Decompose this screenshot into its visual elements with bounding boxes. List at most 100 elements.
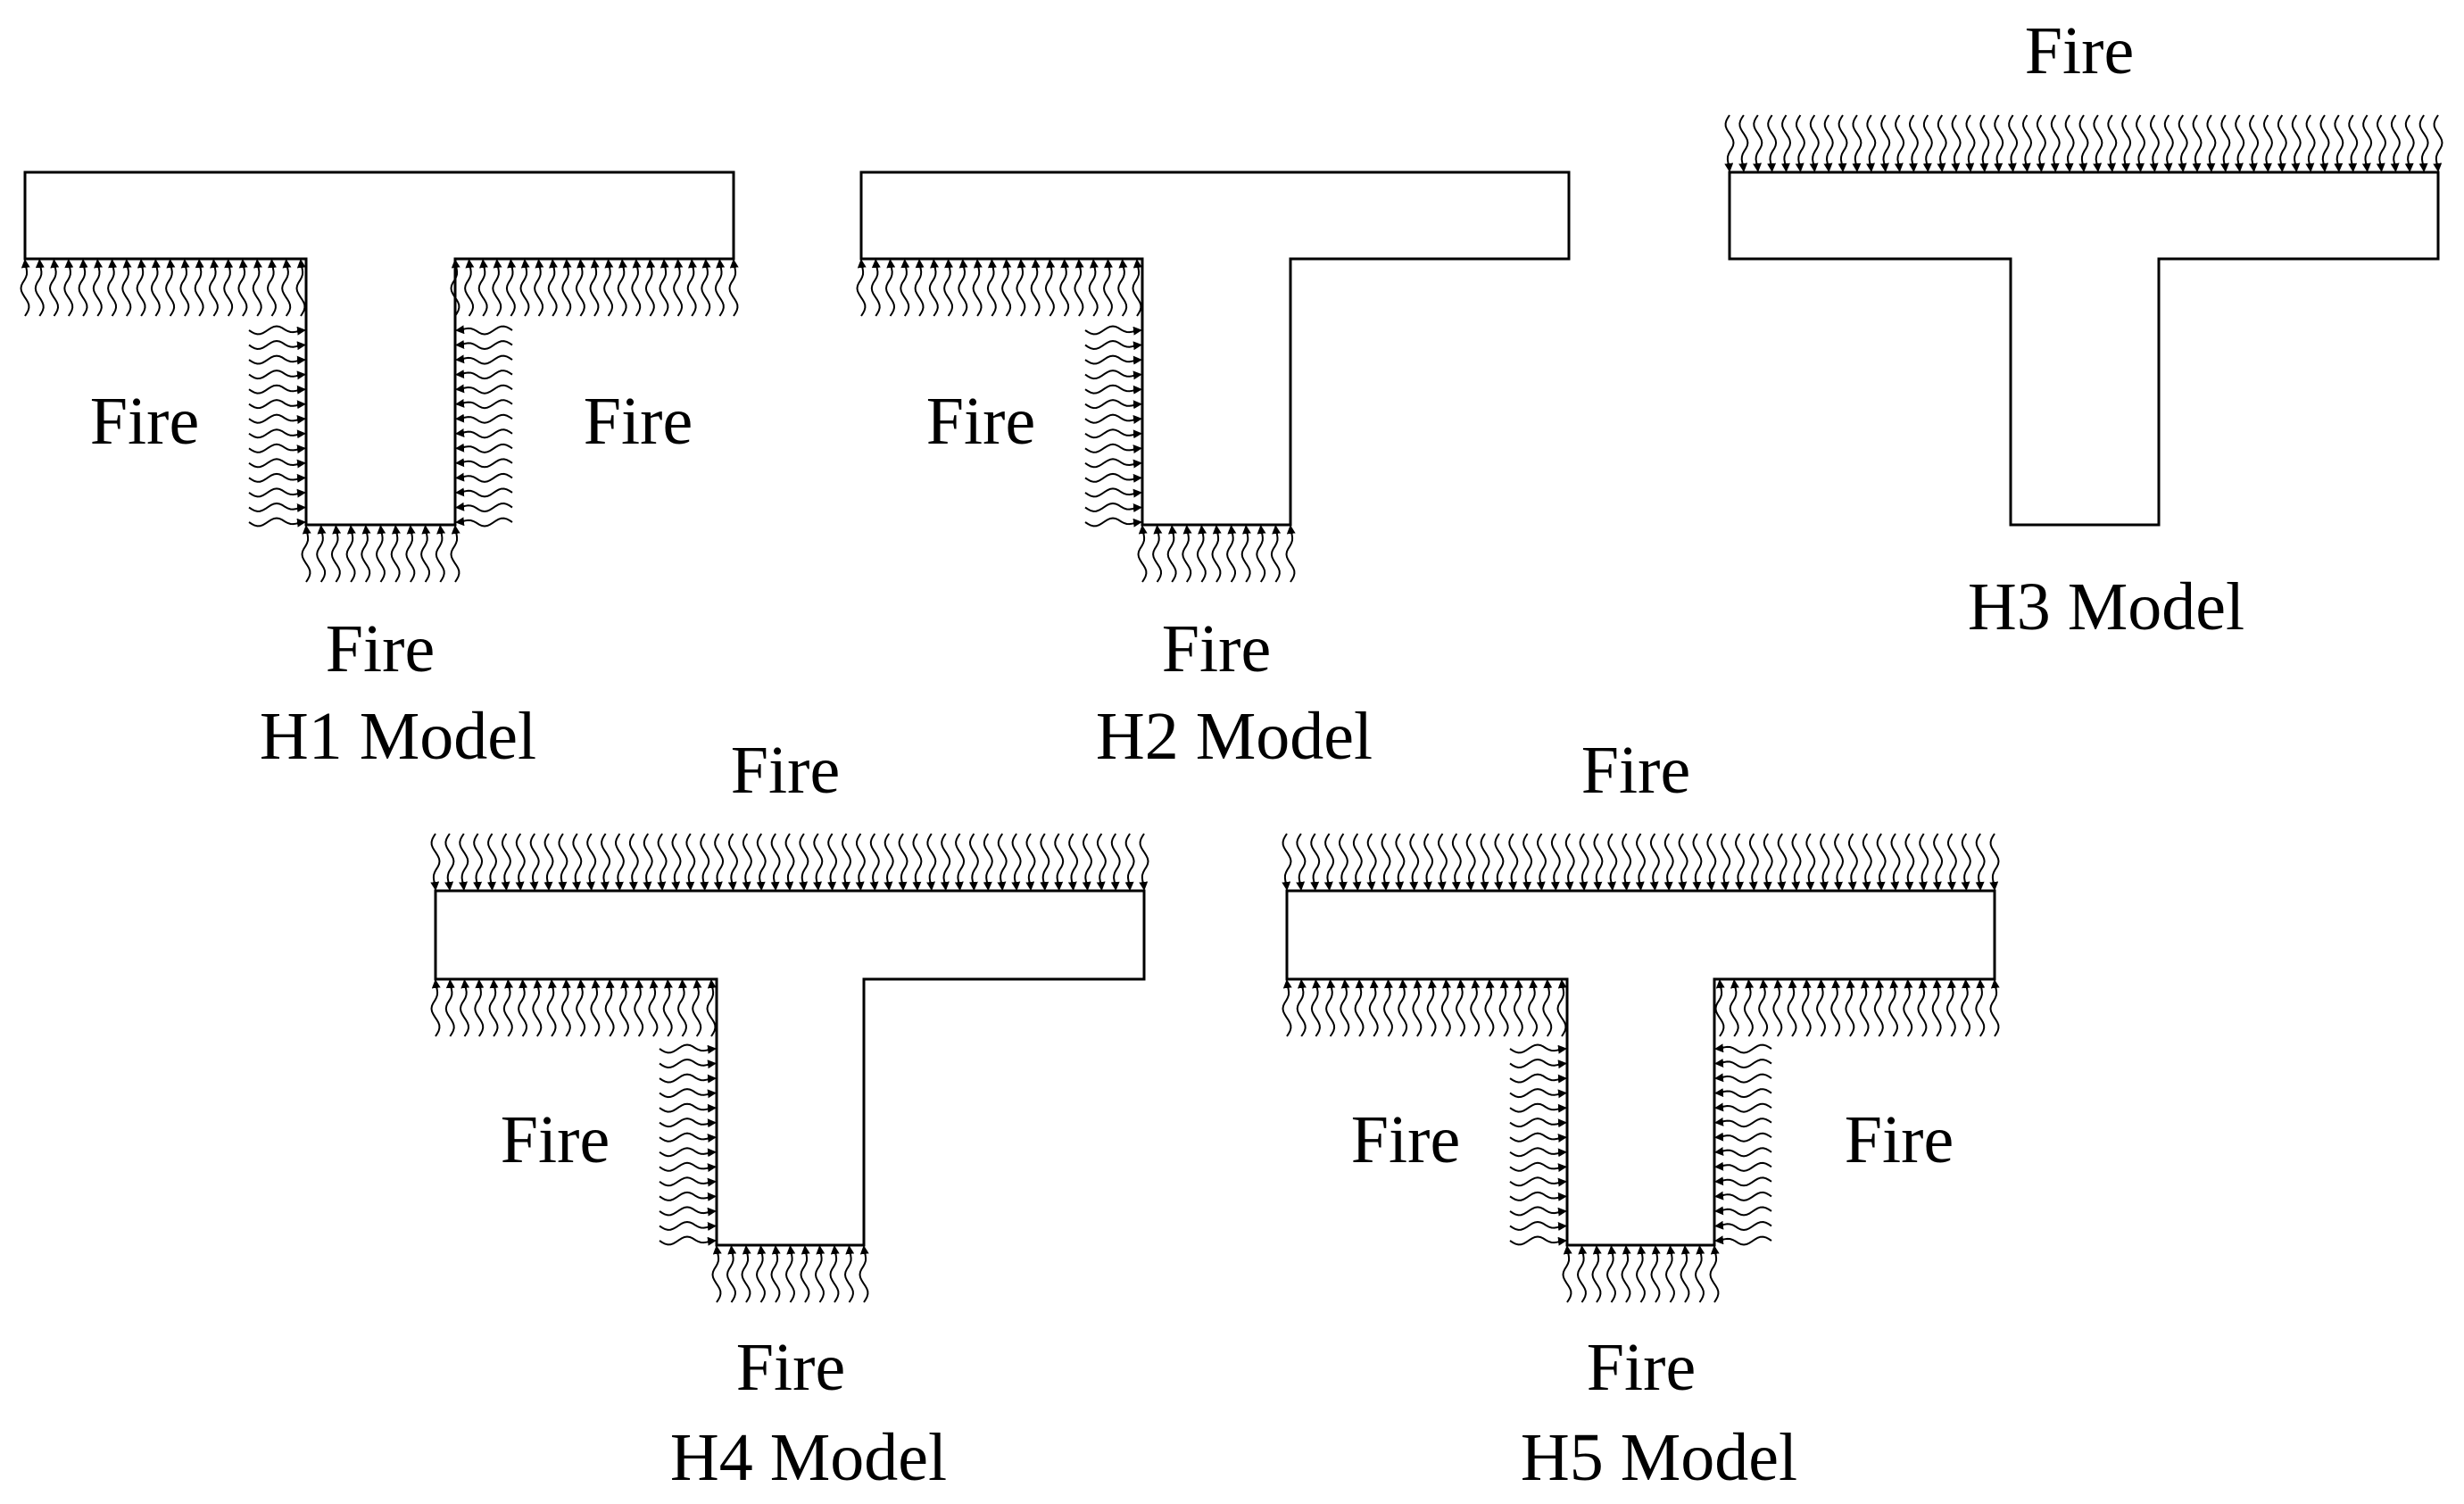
h4-heat-arrow bbox=[706, 979, 717, 1037]
h5-heat-arrow bbox=[1340, 979, 1350, 1037]
h4-heat-arrow bbox=[827, 833, 838, 891]
h3-heat-arrow bbox=[2178, 114, 2188, 172]
h5-heat-arrow bbox=[1961, 979, 1971, 1037]
h2-fire-label-left: Fire bbox=[926, 384, 1035, 459]
h3-heat-arrow bbox=[1780, 114, 1792, 172]
h5-heat-arrow bbox=[1692, 833, 1703, 891]
h5-heat-arrow bbox=[1650, 1245, 1661, 1303]
h5-heat-arrow bbox=[1622, 833, 1632, 891]
h3-heat-arrow bbox=[2064, 114, 2075, 172]
h2-heat-arrow bbox=[928, 259, 940, 317]
h4-heat-arrow bbox=[659, 1147, 717, 1158]
h2-heat-arrow bbox=[856, 259, 867, 317]
h1-heat-arrow bbox=[301, 525, 311, 583]
h4-heat-arrow bbox=[459, 979, 470, 1037]
h4-heat-arrow bbox=[659, 1073, 717, 1084]
h4-heat-arrow bbox=[473, 833, 484, 891]
h2-heat-arrow bbox=[1084, 399, 1142, 410]
h3-heat-arrow bbox=[2192, 114, 2203, 172]
h5-t-beam-outline bbox=[1285, 889, 1996, 1247]
h5-heat-arrow bbox=[1946, 833, 1957, 891]
h3-heat-arrow bbox=[1809, 114, 1820, 172]
h2-heat-arrow bbox=[1084, 502, 1142, 513]
h3-heat-arrow bbox=[1937, 114, 1947, 172]
h5-heat-arrow bbox=[1509, 1191, 1567, 1201]
h4-fire-label-bottom: Fire bbox=[736, 1330, 845, 1405]
h4-heat-arrow bbox=[1139, 833, 1149, 891]
h4-fire-label-top: Fire bbox=[731, 733, 840, 808]
h4-heat-arrow bbox=[659, 1102, 717, 1113]
h4-heat-arrow bbox=[829, 1245, 840, 1303]
h4-heat-arrow bbox=[692, 979, 702, 1037]
h3-heat-arrow bbox=[2021, 114, 2033, 172]
h2-heat-arrow bbox=[914, 259, 925, 317]
h5-heat-arrow bbox=[1382, 979, 1394, 1037]
h5-heat-arrow bbox=[1508, 833, 1519, 891]
h5-heat-arrow bbox=[1509, 1176, 1567, 1187]
h5-heat-arrow bbox=[1338, 833, 1348, 891]
h5-heat-arrow bbox=[1480, 833, 1490, 891]
h1-heat-arrow bbox=[248, 428, 306, 439]
h5-fire-label-right: Fire bbox=[1845, 1102, 1954, 1177]
h1-heat-arrow bbox=[248, 502, 306, 513]
h5-heat-arrow bbox=[1605, 1245, 1617, 1303]
h4-heat-arrow bbox=[755, 1245, 767, 1303]
h4-heat-arrow bbox=[659, 1176, 717, 1187]
h3-heat-arrow bbox=[1908, 114, 1919, 172]
h4-heat-arrow bbox=[1025, 833, 1036, 891]
h4-heat-arrow bbox=[474, 979, 485, 1037]
h5-model-caption: H5 Model bbox=[1521, 1420, 1797, 1495]
h4-fire-label-left: Fire bbox=[501, 1102, 610, 1177]
h5-heat-arrow bbox=[1509, 1118, 1567, 1128]
h5-heat-arrow bbox=[1714, 1073, 1772, 1084]
h5-heat-arrow bbox=[1758, 979, 1769, 1037]
h1-heat-arrow bbox=[248, 325, 306, 336]
h1-heat-arrow bbox=[20, 259, 30, 317]
h5-heat-arrow bbox=[1513, 979, 1523, 1037]
h5-fire-label-left: Fire bbox=[1351, 1102, 1460, 1177]
h1-heat-arrow bbox=[455, 487, 513, 498]
h1-heat-arrow bbox=[208, 259, 220, 317]
h2-heat-arrow bbox=[943, 259, 954, 317]
h1-heat-arrow bbox=[248, 517, 306, 528]
h5-heat-arrow bbox=[1579, 833, 1589, 891]
h4-heat-arrow bbox=[659, 1206, 717, 1217]
h5-heat-arrow bbox=[1763, 833, 1773, 891]
h4-heat-arrow bbox=[529, 833, 540, 891]
h4-heat-arrow bbox=[685, 833, 696, 891]
h3-heat-arrow bbox=[1951, 114, 1962, 172]
h1-heat-arrow bbox=[92, 259, 104, 317]
h5-heat-arrow bbox=[1509, 1161, 1567, 1173]
h2-heat-arrow bbox=[1016, 259, 1026, 317]
h1-heat-arrow bbox=[492, 259, 502, 317]
h3-heat-arrow bbox=[2404, 114, 2415, 172]
h1-heat-arrow bbox=[345, 525, 356, 583]
h2-heat-arrow bbox=[1270, 525, 1282, 583]
h2-t-beam-outline bbox=[859, 170, 1571, 527]
h1-heat-arrow bbox=[252, 259, 262, 317]
h3-heat-arrow bbox=[2007, 114, 2019, 172]
h5-heat-arrow bbox=[1989, 833, 2000, 891]
h1-heat-arrow bbox=[316, 525, 327, 583]
h5-heat-arrow bbox=[1791, 833, 1802, 891]
h3-heat-arrow bbox=[1852, 114, 1863, 172]
h5-heat-arrow bbox=[1819, 833, 1830, 891]
h2-heat-arrow bbox=[1084, 384, 1142, 395]
h3-t-beam-outline bbox=[1728, 170, 2440, 527]
h5-heat-arrow bbox=[1931, 979, 1942, 1037]
h5-heat-arrow bbox=[1354, 979, 1365, 1037]
h4-heat-arrow bbox=[628, 833, 639, 891]
h1-fire-label-right: Fire bbox=[584, 384, 693, 459]
h3-heat-arrow bbox=[2348, 114, 2359, 172]
h5-heat-arrow bbox=[1890, 833, 1901, 891]
h5-heat-arrow bbox=[1801, 979, 1812, 1037]
h3-heat-arrow bbox=[1795, 114, 1805, 172]
h4-heat-arrow bbox=[518, 979, 528, 1037]
h1-heat-arrow bbox=[505, 259, 517, 317]
h4-heat-arrow bbox=[843, 1245, 855, 1303]
h1-heat-arrow bbox=[686, 259, 697, 317]
h4-heat-arrow bbox=[1067, 833, 1079, 891]
h2-heat-arrow bbox=[1152, 525, 1163, 583]
h5-heat-arrow bbox=[1368, 979, 1379, 1037]
h5-heat-arrow bbox=[1714, 1058, 1772, 1069]
